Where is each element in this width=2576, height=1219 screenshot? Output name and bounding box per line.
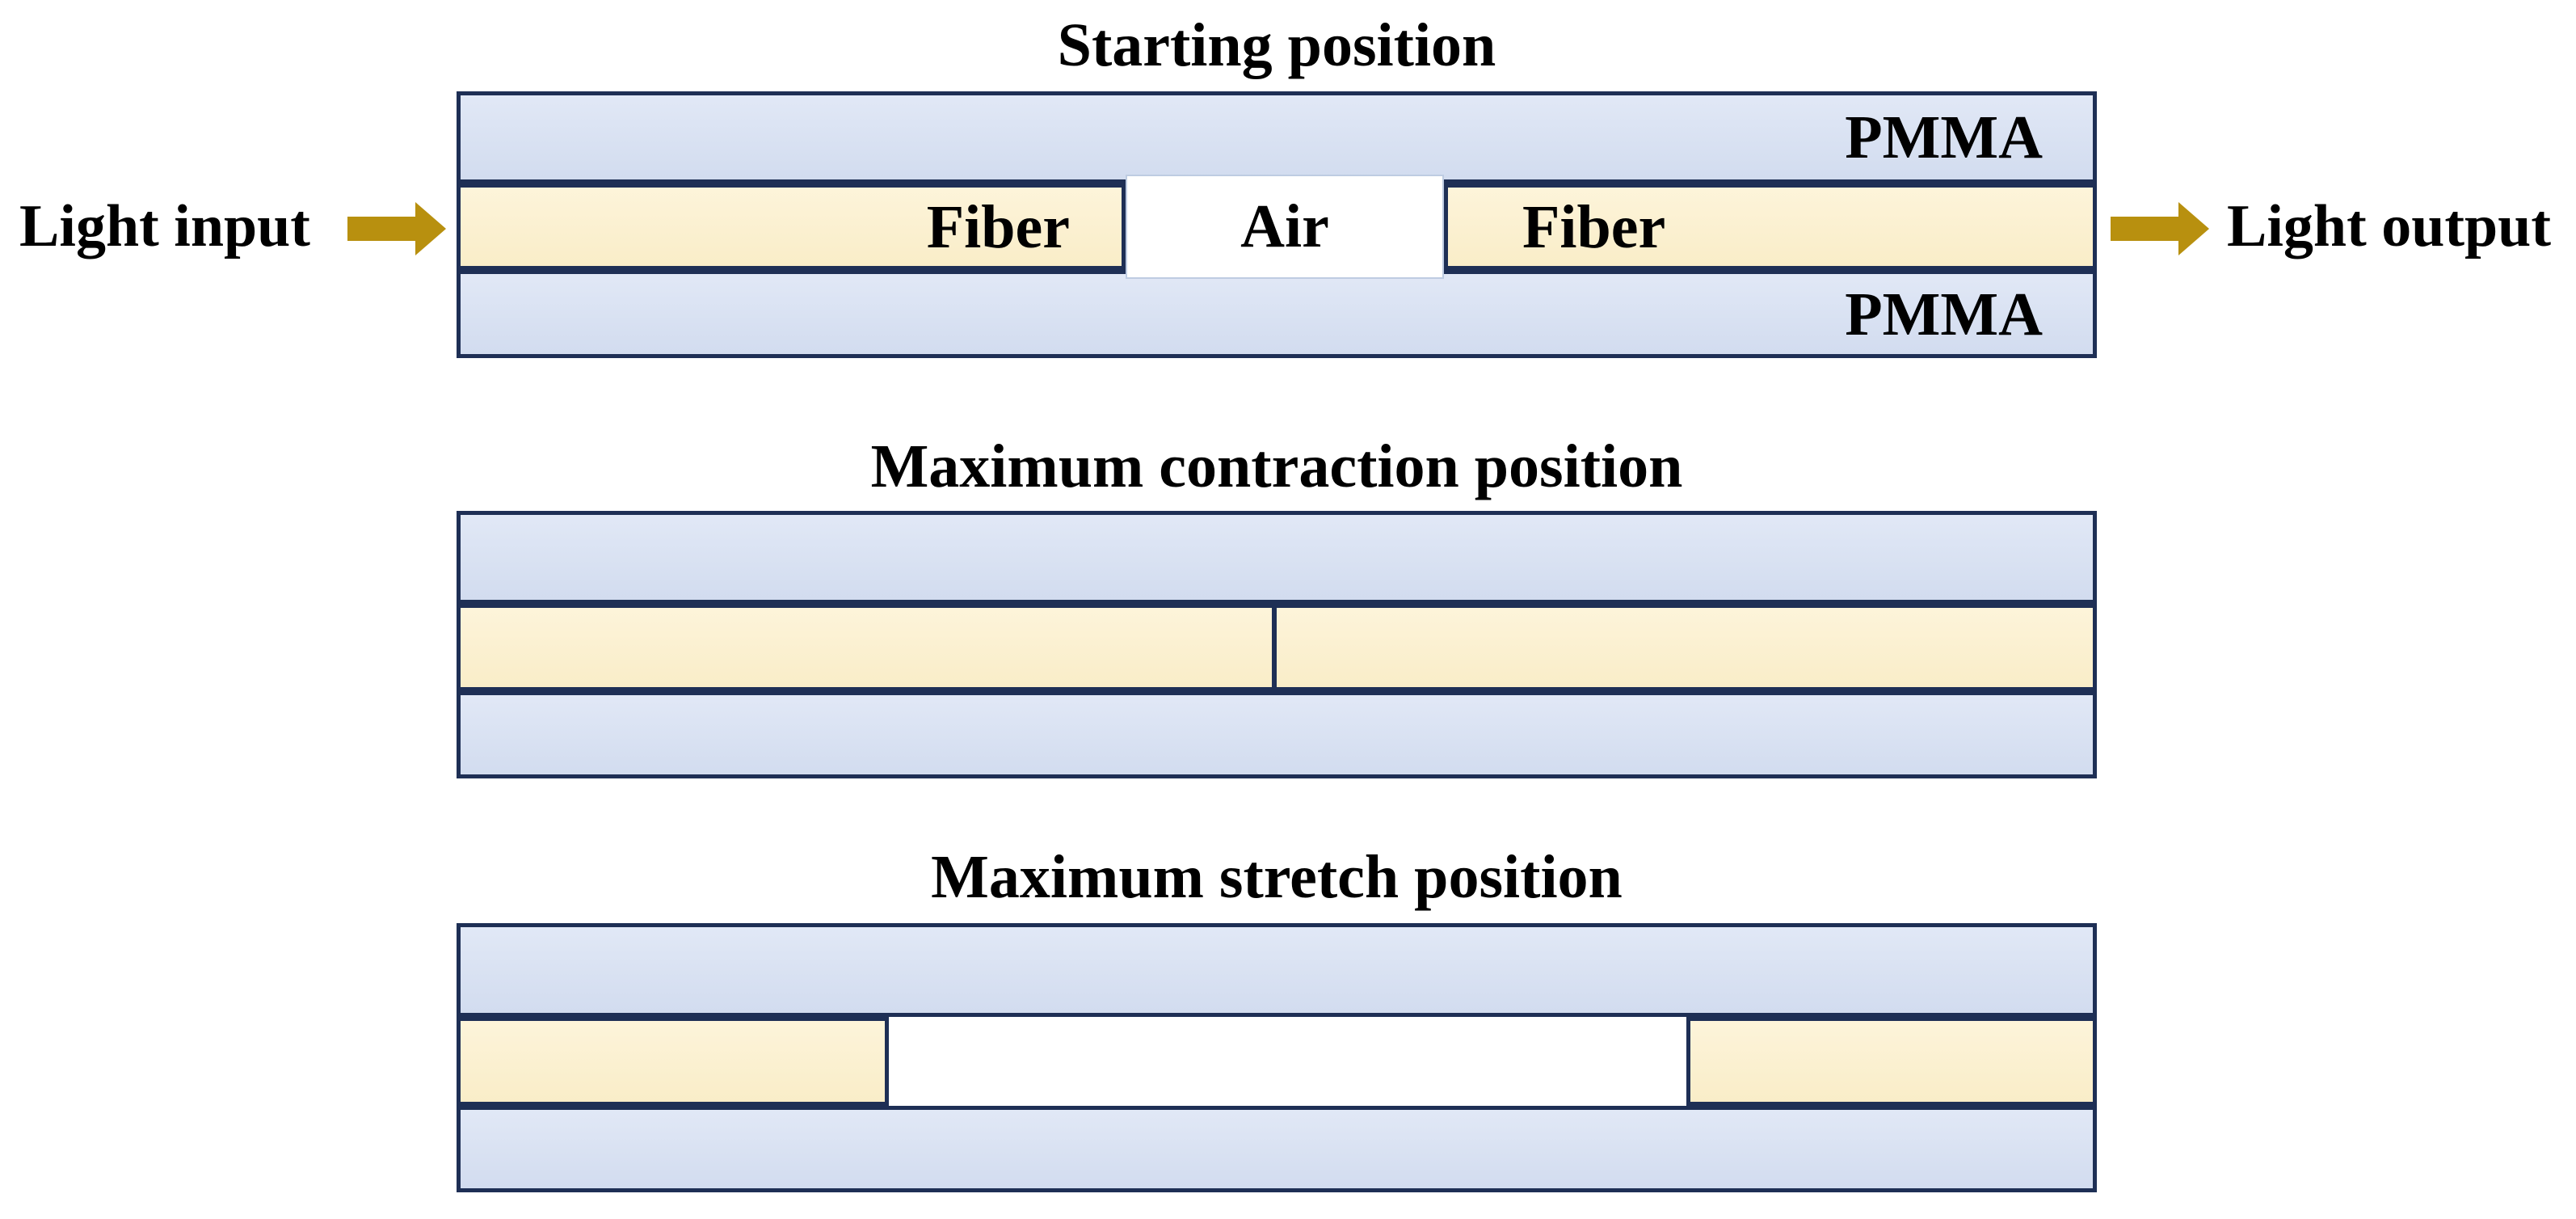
- pmma-top-label: PMMA: [1845, 103, 2043, 171]
- light-input-arrow-icon: [347, 202, 446, 255]
- fiber-air-layer: Fiber Air Fiber: [457, 175, 2097, 279]
- light-input-label: Light input: [19, 193, 310, 259]
- maximum-stretch-title: Maximum stretch position: [931, 843, 1623, 911]
- pmma-top-layer: [457, 923, 2097, 1017]
- pmma-top-layer: [457, 511, 2097, 604]
- fiber-junction-line: [1272, 604, 1277, 691]
- pmma-bottom-layer: [457, 1106, 2097, 1192]
- starting-position-diagram: PMMA Fiber Air Fiber PMMA: [457, 91, 2097, 358]
- pmma-bottom-layer: PMMA: [457, 270, 2097, 358]
- fiber-layer-contracted: [457, 604, 2097, 691]
- maximum-stretch-diagram: [457, 923, 2097, 1192]
- light-output-label: Light output: [2227, 193, 2551, 259]
- fiber-left-segment: Fiber: [457, 183, 1126, 270]
- maximum-contraction-title: Maximum contraction position: [870, 432, 1683, 500]
- fiber-left-segment: [457, 1017, 889, 1106]
- fiber-left-label: Fiber: [926, 192, 1070, 261]
- fiber-right-label: Fiber: [1522, 192, 1666, 261]
- pmma-bottom-layer: [457, 691, 2097, 778]
- air-label: Air: [1240, 192, 1329, 260]
- fiber-right-segment: Fiber: [1444, 183, 2097, 270]
- maximum-contraction-diagram: [457, 511, 2097, 778]
- fiber-layer-stretched: [457, 1017, 2097, 1106]
- air-gap-box: Air: [1126, 175, 1444, 279]
- fiber-segments-touching: [457, 604, 2097, 691]
- fiber-right-segment: [1686, 1017, 2097, 1106]
- pmma-bottom-label: PMMA: [1845, 280, 2043, 348]
- starting-position-title: Starting position: [1057, 11, 1496, 79]
- pmma-top-layer: PMMA: [457, 91, 2097, 183]
- light-output-arrow-icon: [2111, 202, 2209, 255]
